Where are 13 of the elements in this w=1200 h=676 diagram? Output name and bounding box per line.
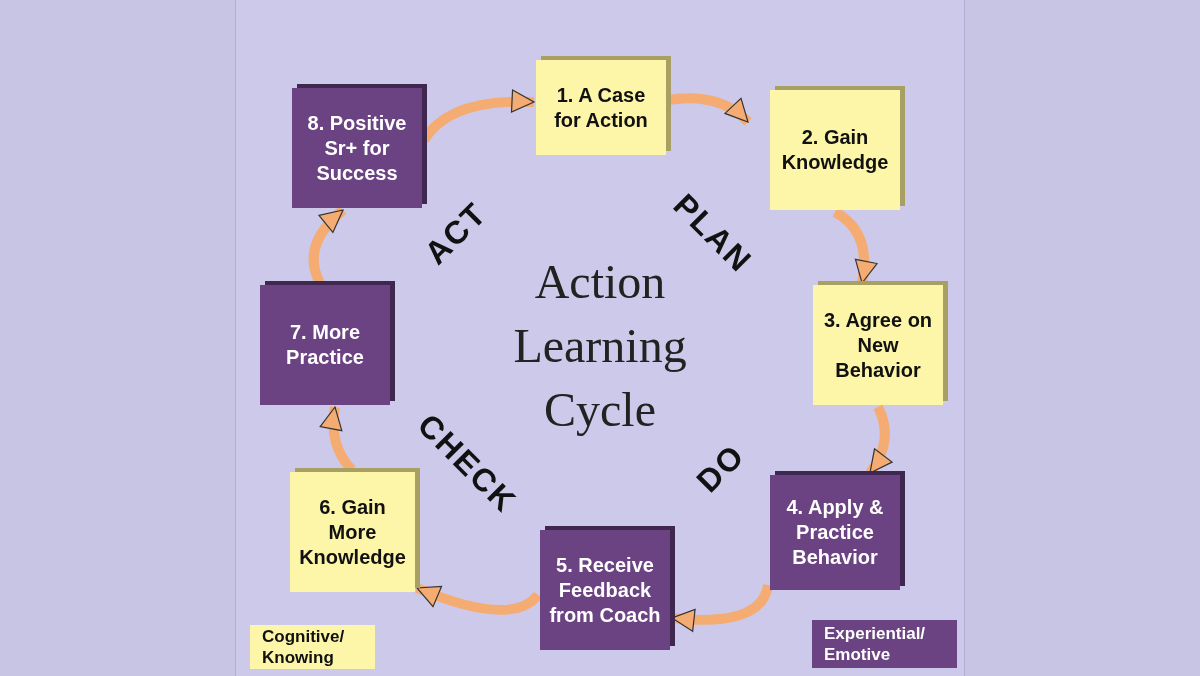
node-label: 7. More Practice (285, 320, 365, 370)
phase-label: DO (689, 437, 753, 500)
node-label: 3. Agree on New Behavior (822, 307, 934, 383)
node-label: 2. Gain Knowledge (780, 125, 890, 175)
legend-label: Experiential/ Emotive (824, 623, 927, 665)
diagram-title: Action Learning Cycle (513, 255, 687, 436)
node-label: 4. Apply & Practice Behavior (785, 495, 885, 570)
node-label: 5. Receive Feedback from Coach (548, 552, 662, 628)
node-label: 1. A Case for Action (553, 82, 649, 133)
node-label: 8. Positive Sr+ for Success (306, 110, 408, 186)
legend-label: Cognitive/ Knowing (262, 626, 346, 668)
node-label: 6. Gain More Knowledge (298, 494, 407, 570)
arrow (415, 583, 542, 615)
